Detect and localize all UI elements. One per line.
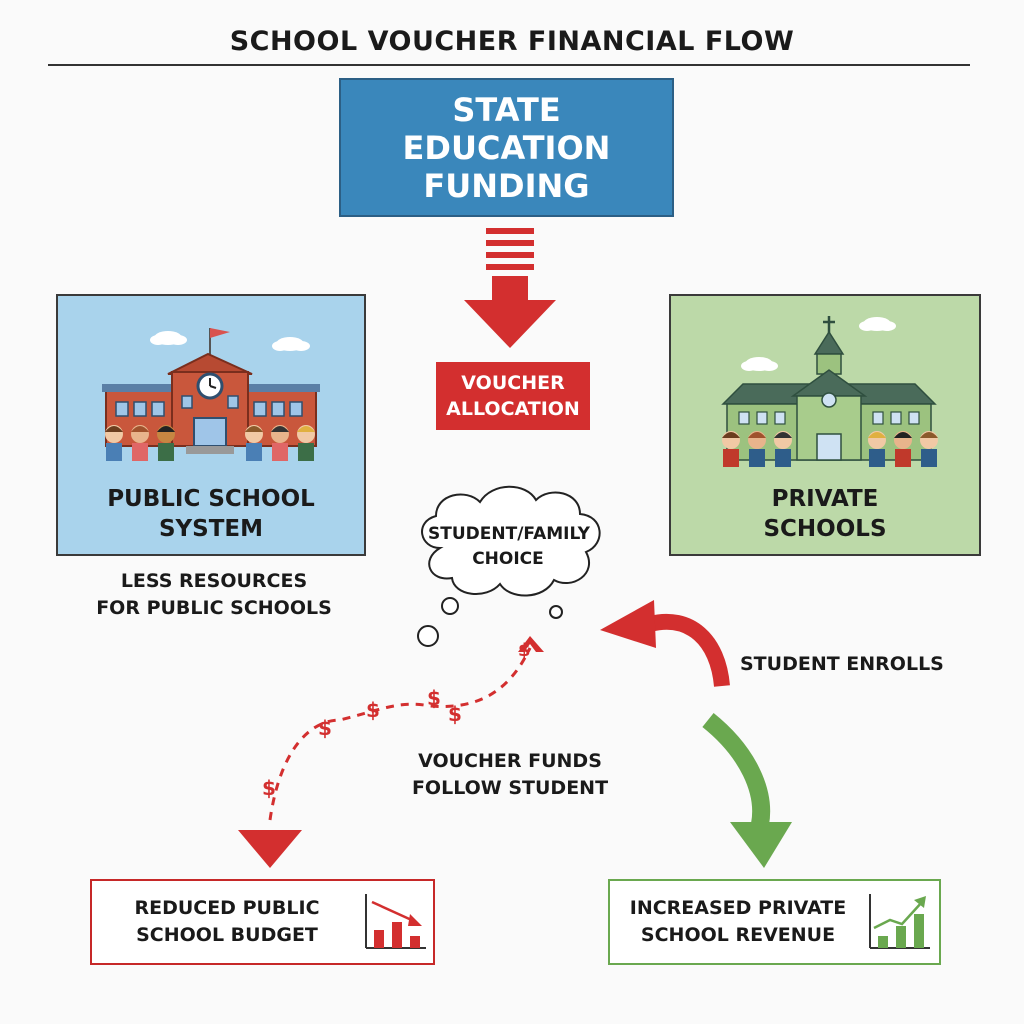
dollar-sign-1: $	[518, 640, 531, 661]
state-funding-line2: EDUCATION	[402, 128, 611, 167]
cloud-icon	[741, 317, 896, 371]
students-group	[105, 425, 315, 461]
public-school-label-line1: PUBLIC SCHOOL	[107, 486, 315, 512]
down-arrow-icon	[464, 228, 556, 348]
students-group	[722, 431, 938, 467]
private-school-label-line2: SCHOOLS	[763, 516, 887, 542]
funds-follow-line1: VOUCHER FUNDS	[418, 750, 602, 772]
dollar-sign-3: $	[448, 702, 462, 726]
funds-follow-note: VOUCHER FUNDS FOLLOW STUDENT	[410, 748, 610, 802]
enroll-arrow-icon	[600, 600, 730, 687]
reduced-budget-text: REDUCED PUBLIC SCHOOL BUDGET	[92, 895, 362, 949]
increased-revenue-text: INCREASED PRIVATE SCHOOL REVENUE	[610, 895, 866, 949]
reduced-budget-line2: SCHOOL BUDGET	[136, 924, 318, 946]
reduced-budget-line1: REDUCED PUBLIC	[134, 897, 320, 919]
private-school-panel: PRIVATE SCHOOLS	[669, 294, 981, 556]
dollar-sign-6: $	[262, 776, 276, 800]
increased-revenue-box: INCREASED PRIVATE SCHOOL REVENUE	[608, 879, 941, 965]
dollar-sign-5: $	[318, 716, 332, 740]
increased-revenue-line1: INCREASED PRIVATE	[629, 897, 847, 919]
title-divider	[48, 64, 970, 66]
voucher-allocation-box: VOUCHER ALLOCATION	[436, 362, 590, 430]
cloud-icon	[150, 331, 310, 351]
private-school-label-line1: PRIVATE	[771, 486, 879, 512]
reduced-budget-box: REDUCED PUBLIC SCHOOL BUDGET	[90, 879, 435, 965]
public-school-panel: PUBLIC SCHOOL SYSTEM	[56, 294, 366, 556]
choice-text: STUDENT/FAMILY CHOICE	[428, 522, 590, 572]
state-funding-line1: STATE	[452, 90, 561, 129]
dollar-sign-4: $	[366, 698, 380, 722]
voucher-allocation-line1: VOUCHER	[461, 372, 565, 394]
dollar-sign-2: $	[427, 686, 441, 710]
private-school-illustration	[721, 316, 938, 467]
less-resources-line2: FOR PUBLIC SCHOOLS	[96, 597, 332, 619]
thought-bubble-icon	[417, 485, 601, 647]
rising-chart-icon	[869, 894, 930, 949]
diagram-title: SCHOOL VOUCHER FINANCIAL FLOW	[229, 26, 795, 57]
student-enrolls-label: STUDENT ENROLLS	[740, 653, 944, 675]
choice-line2: CHOICE	[472, 549, 544, 569]
declining-chart-icon	[365, 894, 426, 949]
state-funding-box: STATE EDUCATION FUNDING	[339, 78, 674, 217]
voucher-allocation-line2: ALLOCATION	[446, 398, 580, 420]
choice-line1: STUDENT/FAMILY	[428, 524, 590, 544]
less-resources-line1: LESS RESOURCES	[120, 570, 308, 592]
public-school-illustration	[102, 328, 320, 461]
funds-follow-line2: FOLLOW STUDENT	[411, 777, 609, 799]
state-funding-line3: FUNDING	[423, 166, 590, 205]
increased-revenue-line2: SCHOOL REVENUE	[640, 924, 836, 946]
revenue-arrow-icon	[702, 712, 792, 868]
funds-path-icon	[238, 636, 544, 868]
public-school-label-line2: SYSTEM	[158, 516, 264, 542]
less-resources-note: LESS RESOURCES FOR PUBLIC SCHOOLS	[86, 568, 342, 622]
